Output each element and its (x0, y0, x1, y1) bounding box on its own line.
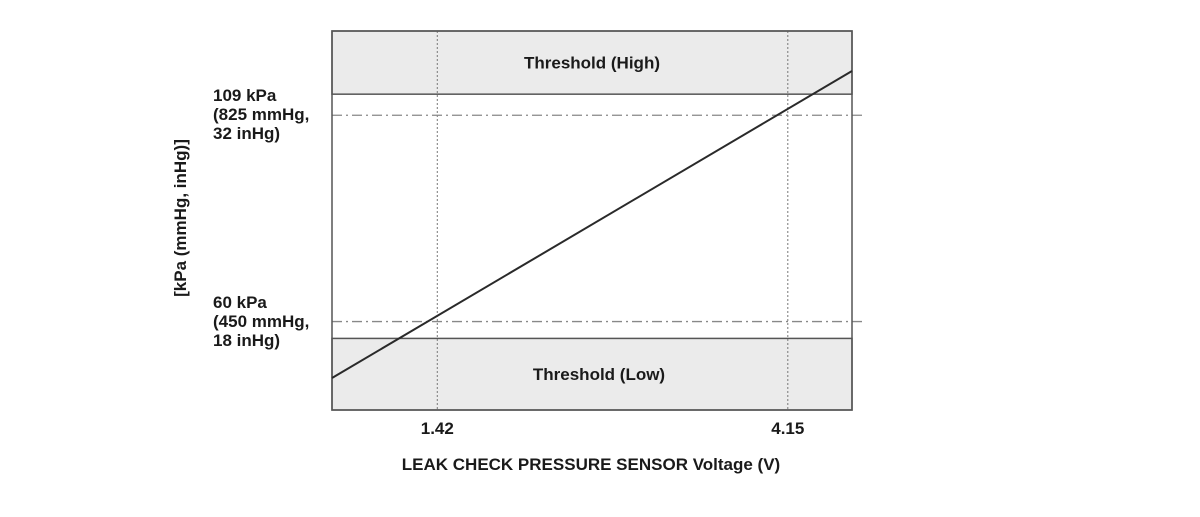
y-tick-label-line: 109 kPa (213, 86, 277, 106)
threshold-band-1 (331, 337, 853, 411)
y-axis-title: [kPa (mmHg, inHg)] (171, 139, 190, 297)
y-tick-label: 109 kPa(825 mmHg,32 inHg) (213, 86, 309, 143)
x-tick-labels: 1.42 4.15 (421, 419, 805, 438)
x-tick-label: 4.15 (771, 419, 804, 438)
threshold-bands (331, 30, 853, 411)
y-tick-label-line: 60 kPa (213, 292, 267, 312)
x-axis-title: LEAK CHECK PRESSURE SENSOR Voltage (V) (401, 455, 781, 474)
y-tick-label-line: 18 inHg) (213, 330, 281, 350)
y-tick-label-line: (825 mmHg, (213, 105, 310, 125)
threshold-band-0 (331, 30, 853, 95)
threshold-band-label: Threshold (Low) (533, 365, 665, 384)
y-tick-label-line: (450 mmHg, (213, 311, 310, 331)
y-tick-label: 60 kPa(450 mmHg,18 inHg) (213, 293, 309, 350)
x-tick-label: 1.42 (421, 419, 454, 438)
y-tick-label-line: 32 inHg) (213, 124, 281, 144)
plot-frame (331, 30, 853, 411)
series-line-0 (331, 70, 853, 379)
series-layer (331, 70, 853, 379)
threshold-band-label: Threshold (High) (524, 54, 660, 73)
reference-lines (332, 31, 862, 410)
band-labels: Threshold (High) Threshold (Low) (524, 54, 665, 385)
